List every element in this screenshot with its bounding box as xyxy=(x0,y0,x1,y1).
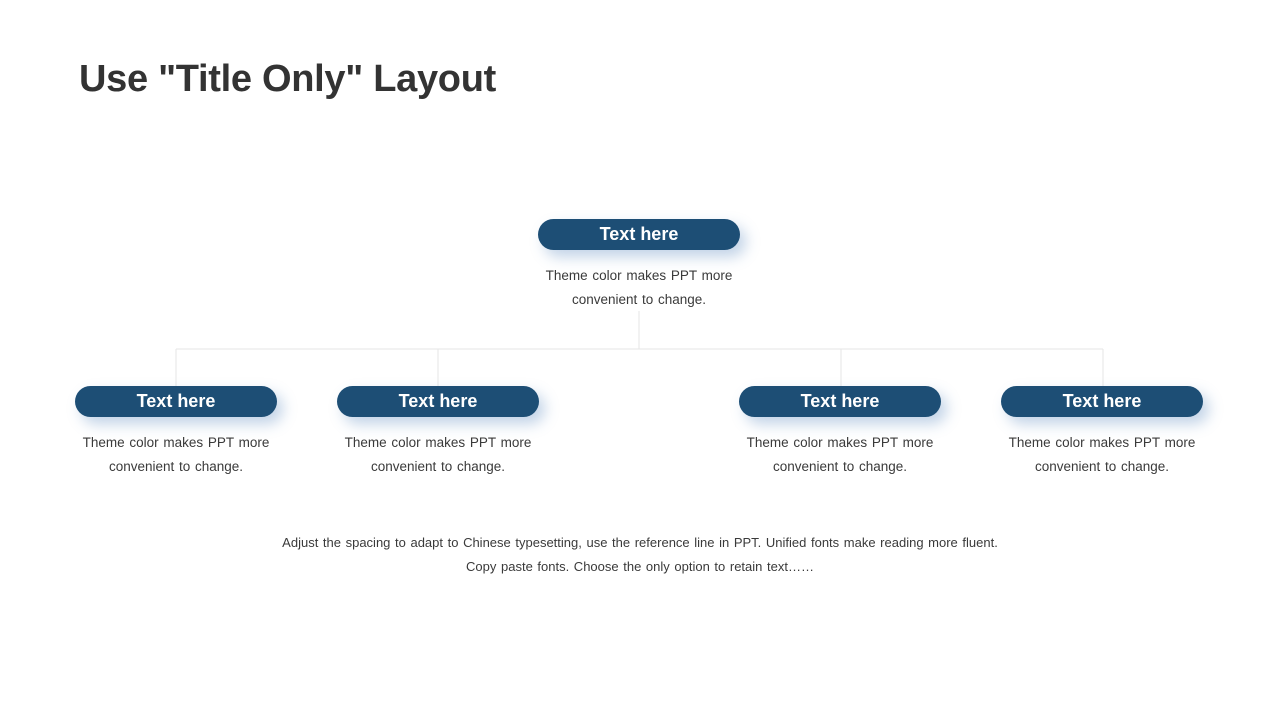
root-node-label: Text here xyxy=(538,219,740,250)
slide-title: Use "Title Only" Layout xyxy=(79,58,496,100)
child-node-label: Text here xyxy=(739,386,941,417)
child-node-4: Text here Theme color makes PPT more con… xyxy=(1001,386,1203,479)
child-node-description: Theme color makes PPT more convenient to… xyxy=(344,435,532,474)
child-node-label: Text here xyxy=(337,386,539,417)
root-node: Text here Theme color makes PPT more con… xyxy=(538,219,740,312)
child-node-description: Theme color makes PPT more convenient to… xyxy=(746,435,934,474)
child-node-description: Theme color makes PPT more convenient to… xyxy=(1008,435,1196,474)
footer-note: Adjust the spacing to adapt to Chinese t… xyxy=(282,535,998,574)
root-node-description: Theme color makes PPT more convenient to… xyxy=(545,268,733,307)
child-node-1: Text here Theme color makes PPT more con… xyxy=(75,386,277,479)
child-node-description: Theme color makes PPT more convenient to… xyxy=(82,435,270,474)
child-node-label: Text here xyxy=(75,386,277,417)
child-node-3: Text here Theme color makes PPT more con… xyxy=(739,386,941,479)
child-node-label: Text here xyxy=(1001,386,1203,417)
child-node-2: Text here Theme color makes PPT more con… xyxy=(337,386,539,479)
